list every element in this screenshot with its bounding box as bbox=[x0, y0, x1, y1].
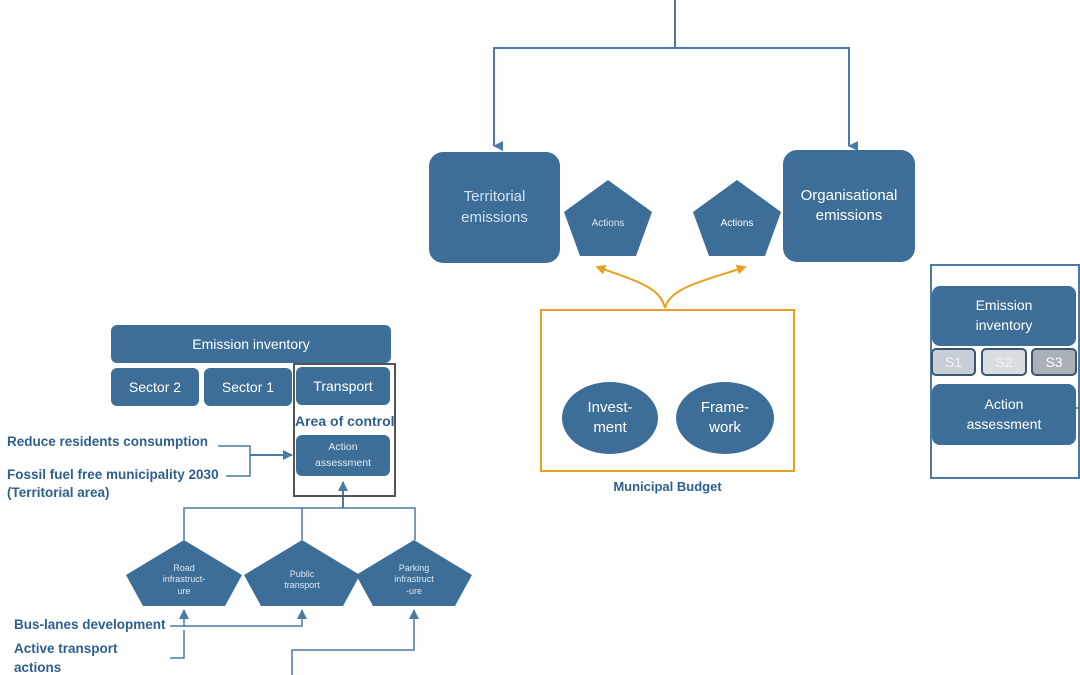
sector-1-box: Sector 1 bbox=[204, 368, 292, 406]
parking-pentagon bbox=[356, 540, 472, 606]
left-action-assessment: Action assessment bbox=[296, 435, 390, 476]
scope-chip-s1: S1 bbox=[931, 348, 976, 376]
parking-connector bbox=[291, 609, 419, 675]
public-pentagon bbox=[244, 540, 360, 606]
road-infrastructure-label: Road infrastruct- ure bbox=[162, 563, 206, 596]
parking-infrastructure-label: Parking infrastruct -ure bbox=[394, 563, 434, 596]
municipal-budget-caption: Municipal Budget bbox=[613, 479, 722, 494]
right-action-assessment: Action assessment bbox=[932, 384, 1076, 445]
actions-label-right: Actions bbox=[720, 218, 754, 229]
municipal-budget-frame bbox=[540, 309, 795, 472]
goal-territorial-area: (Territorial area) bbox=[7, 485, 110, 500]
actions-pentagon-left bbox=[564, 180, 652, 256]
active-connector bbox=[170, 630, 185, 659]
territorial-emissions-box: Territorial emissions bbox=[429, 152, 560, 263]
actions-label-left: Actions bbox=[591, 218, 625, 229]
sector-2-box: Sector 2 bbox=[111, 368, 199, 406]
bus-connector bbox=[170, 609, 307, 627]
active-transport-line2: actions bbox=[14, 660, 62, 675]
area-of-control-label: Area of control bbox=[295, 413, 395, 429]
investment-ellipse: Invest- ment bbox=[562, 382, 658, 454]
public-transport-label: Public transport bbox=[284, 569, 320, 591]
actions-pentagon-right bbox=[693, 180, 781, 256]
scope-chip-s3: S3 bbox=[1031, 348, 1077, 376]
right-emission-inventory: Emission inventory bbox=[932, 286, 1076, 346]
left-emission-inventory: Emission inventory bbox=[111, 325, 391, 363]
area-of-control-frame bbox=[293, 363, 396, 497]
scope-chip-s2: S2 bbox=[981, 348, 1027, 376]
goal2-connector bbox=[226, 455, 251, 477]
goal1-connector bbox=[218, 445, 251, 455]
framework-ellipse: Frame- work bbox=[676, 382, 774, 454]
bus-lanes-development: Bus-lanes development bbox=[14, 617, 166, 632]
pentagon-bracket bbox=[183, 507, 416, 540]
budget-arrow-right bbox=[664, 264, 747, 309]
organisational-emissions-box: Organisational emissions bbox=[783, 150, 915, 262]
active-transport-line1: Active transport bbox=[14, 641, 118, 656]
road-pentagon bbox=[126, 540, 242, 606]
top-connector-right bbox=[675, 47, 858, 151]
top-connector bbox=[493, 0, 676, 151]
budget-arrow-left bbox=[595, 264, 666, 309]
goal-reduce-consumption: Reduce residents consumption bbox=[7, 434, 209, 449]
goal-fossil-free: Fossil fuel free municipality 2030 bbox=[7, 467, 219, 482]
transport-box: Transport bbox=[296, 367, 390, 405]
